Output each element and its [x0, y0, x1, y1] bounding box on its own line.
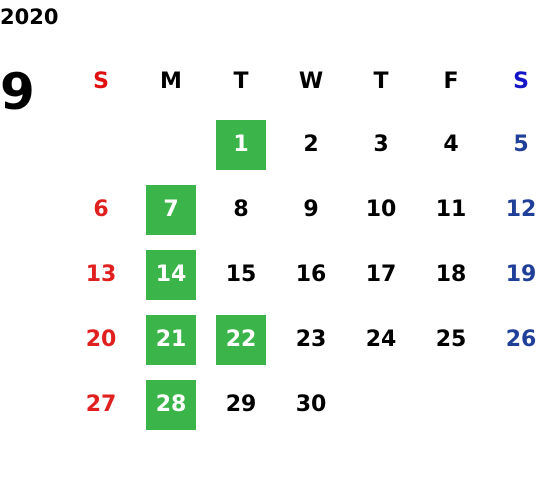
day-cell[interactable]: 30 [276, 372, 346, 437]
week-row: 6 7 8 9 10 11 12 [66, 177, 548, 242]
highlighted-day-number: 22 [216, 314, 266, 365]
day-number: 29 [225, 392, 257, 417]
day-number: 8 [233, 197, 249, 222]
day-number [356, 380, 406, 430]
empty-day-cell [486, 372, 548, 437]
day-cell[interactable]: 10 [346, 177, 416, 242]
day-cell[interactable]: 17 [346, 242, 416, 307]
day-number [426, 380, 476, 430]
day-cell[interactable]: 24 [346, 307, 416, 372]
calendar-year: 2020 [0, 5, 59, 29]
day-number: 17 [365, 262, 397, 287]
day-cell[interactable]: 16 [276, 242, 346, 307]
day-cell[interactable]: 22 [206, 307, 276, 372]
empty-day-cell [416, 372, 486, 437]
day-cell[interactable]: 14 [136, 242, 206, 307]
highlighted-day-number: 21 [146, 314, 196, 365]
calendar-month: 9 [0, 63, 35, 121]
day-cell[interactable]: 3 [346, 112, 416, 177]
day-cell[interactable]: 19 [486, 242, 548, 307]
day-number [76, 120, 126, 170]
day-number: 13 [85, 262, 117, 287]
weekday-header-sunday: S [93, 68, 109, 94]
day-number: 20 [85, 327, 117, 352]
day-number [146, 120, 196, 170]
weekday-header-friday: F [443, 68, 459, 94]
day-cell[interactable]: 28 [136, 372, 206, 437]
day-cell[interactable]: 20 [66, 307, 136, 372]
highlighted-day-number: 28 [146, 379, 196, 430]
day-number: 3 [373, 132, 389, 157]
day-cell[interactable]: 5 [486, 112, 548, 177]
day-cell[interactable]: 15 [206, 242, 276, 307]
day-cell[interactable]: 18 [416, 242, 486, 307]
day-cell[interactable]: 23 [276, 307, 346, 372]
day-number: 26 [505, 327, 537, 352]
empty-day-cell [346, 372, 416, 437]
highlighted-day-number: 1 [216, 119, 266, 170]
week-row: 13 14 15 16 17 18 19 [66, 242, 548, 307]
day-number: 4 [443, 132, 459, 157]
day-cell[interactable]: 26 [486, 307, 548, 372]
day-cell[interactable]: 27 [66, 372, 136, 437]
day-number: 9 [303, 197, 319, 222]
day-cell[interactable]: 21 [136, 307, 206, 372]
week-row: 20 21 22 23 24 25 26 [66, 307, 548, 372]
day-cell[interactable]: 8 [206, 177, 276, 242]
day-cell[interactable]: 1 [206, 112, 276, 177]
day-cell[interactable]: 2 [276, 112, 346, 177]
weekday-header-saturday: S [513, 68, 529, 94]
day-number: 25 [435, 327, 467, 352]
highlighted-day-number: 14 [146, 249, 196, 300]
empty-day-cell [136, 112, 206, 177]
weekday-header-monday: M [160, 68, 182, 94]
day-number: 16 [295, 262, 327, 287]
weekday-header-thursday: T [373, 68, 389, 94]
day-number: 27 [85, 392, 117, 417]
day-number: 10 [365, 197, 397, 222]
highlighted-day-number: 7 [146, 184, 196, 235]
day-number: 23 [295, 327, 327, 352]
day-cell[interactable]: 25 [416, 307, 486, 372]
empty-day-cell [66, 112, 136, 177]
day-cell[interactable]: 12 [486, 177, 548, 242]
day-number: 19 [505, 262, 537, 287]
day-cell[interactable]: 11 [416, 177, 486, 242]
day-number: 5 [513, 132, 529, 157]
day-number: 15 [225, 262, 257, 287]
week-row: 1 2 3 4 5 [66, 112, 548, 177]
day-cell[interactable]: 7 [136, 177, 206, 242]
day-number: 24 [365, 327, 397, 352]
weekday-header-tuesday: T [233, 68, 249, 94]
week-row: 27 28 29 30 [66, 372, 548, 437]
day-number: 11 [435, 197, 467, 222]
weekday-header-row: S M T W T F S [66, 50, 548, 112]
day-cell[interactable]: 4 [416, 112, 486, 177]
day-cell[interactable]: 6 [66, 177, 136, 242]
day-number: 6 [93, 197, 109, 222]
day-cell[interactable]: 29 [206, 372, 276, 437]
day-cell[interactable]: 9 [276, 177, 346, 242]
day-number: 18 [435, 262, 467, 287]
day-number: 12 [505, 197, 537, 222]
weekday-header-wednesday: W [298, 68, 324, 94]
day-cell[interactable]: 13 [66, 242, 136, 307]
day-number [496, 380, 546, 430]
day-number: 30 [295, 392, 327, 417]
day-number: 2 [303, 132, 319, 157]
